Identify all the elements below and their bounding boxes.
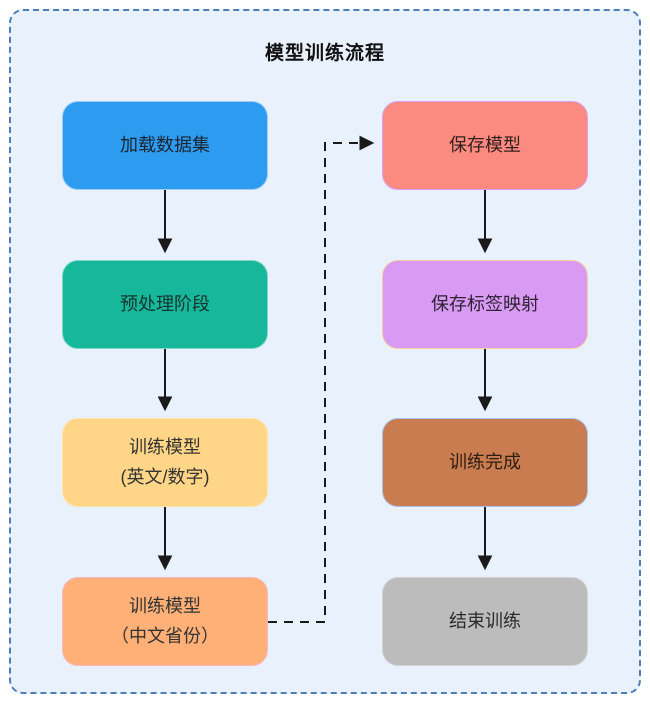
node-save-label-mapping: 保存标签映射 [382, 260, 588, 349]
node-train-model-english-digits: 训练模型 (英文/数字) [62, 418, 268, 507]
node-train-model-chinese-provinces: 训练模型 （中文省份） [62, 577, 268, 666]
node-label: 保存标签映射 [431, 293, 539, 314]
node-sublabel: (英文/数字) [120, 466, 210, 487]
node-sublabel: （中文省份） [111, 625, 219, 646]
node-label: 训练模型 [129, 595, 201, 616]
node-label: 结束训练 [449, 610, 521, 631]
node-save-model: 保存模型 [382, 101, 588, 190]
node-label: 训练模型 [129, 436, 201, 457]
node-label: 训练完成 [449, 451, 521, 472]
node-preprocess: 预处理阶段 [62, 260, 268, 349]
node-label: 加载数据集 [120, 134, 210, 155]
node-label: 保存模型 [449, 134, 521, 155]
diagram-title: 模型训练流程 [264, 43, 385, 64]
node-label: 预处理阶段 [120, 293, 210, 314]
node-load-dataset: 加载数据集 [62, 101, 268, 190]
node-end-training: 结束训练 [382, 577, 588, 666]
node-training-complete: 训练完成 [382, 418, 588, 507]
